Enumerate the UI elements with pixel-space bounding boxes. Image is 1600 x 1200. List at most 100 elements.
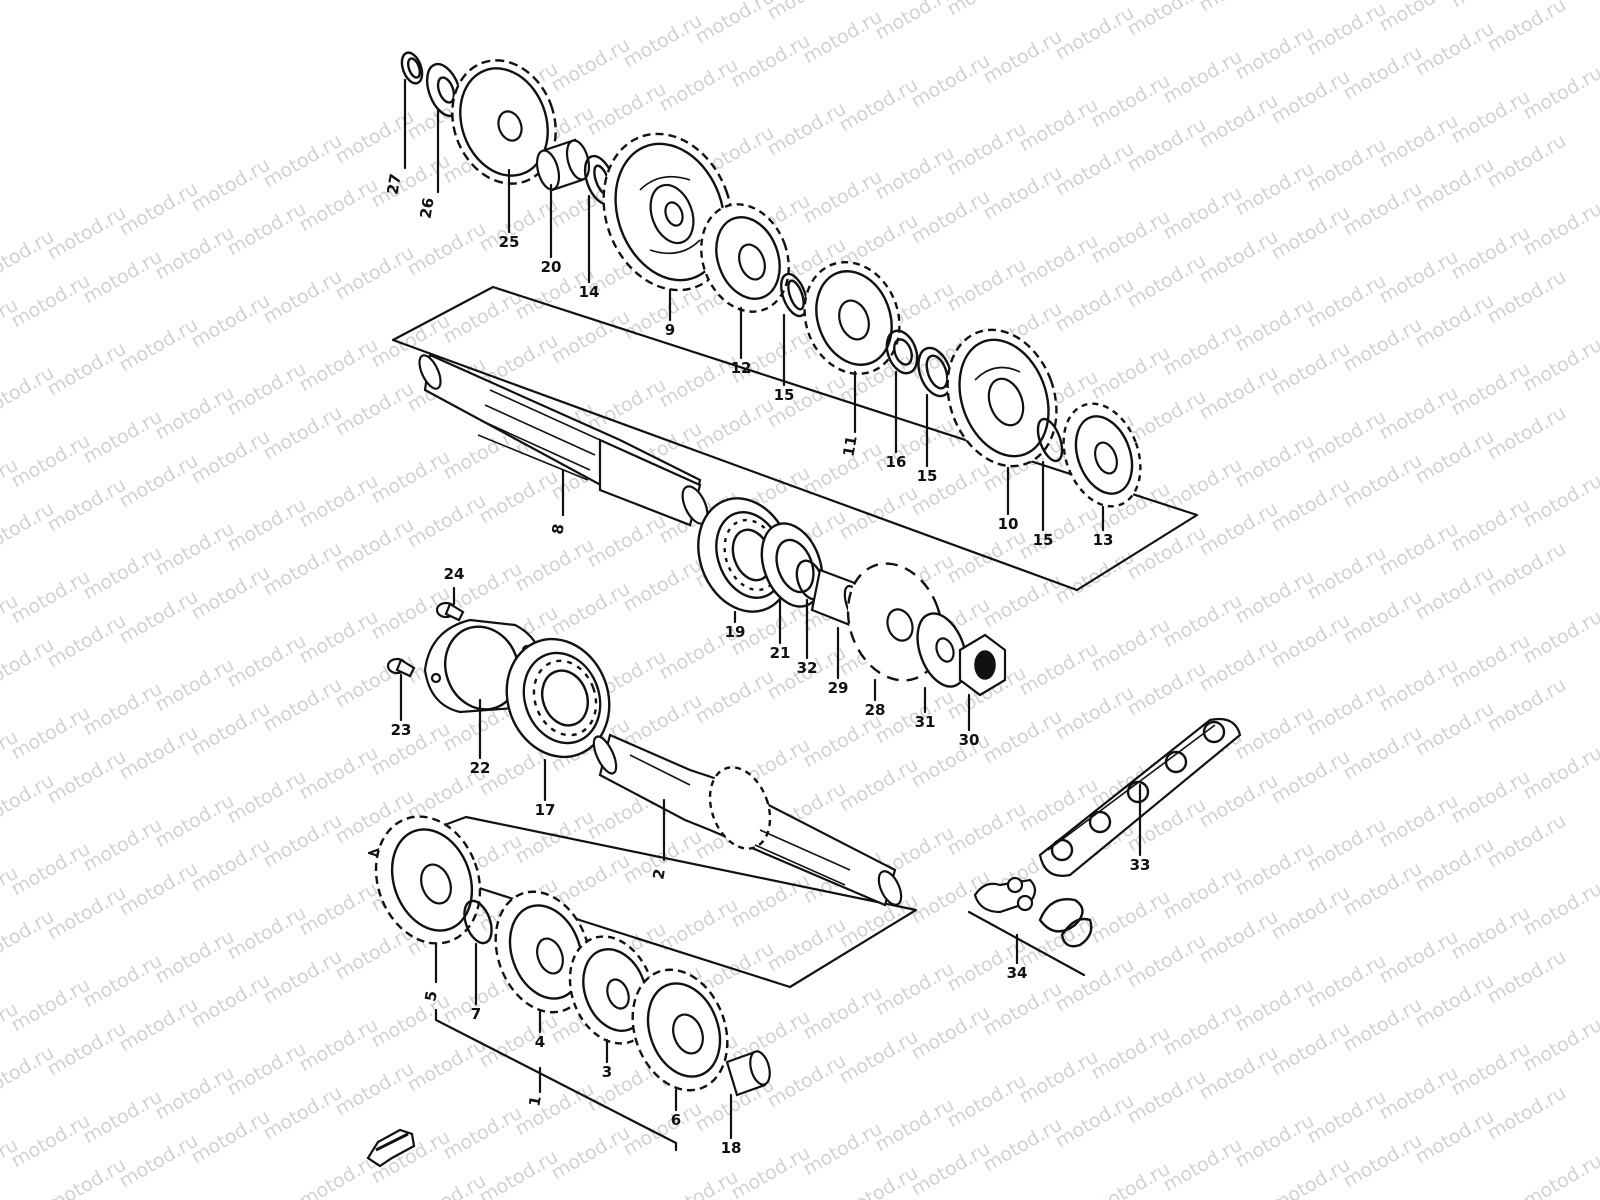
watermark-text: motod.ru [1484, 130, 1570, 193]
watermark-text: motod.ru [1124, 930, 1210, 993]
watermark-text: motod.ru [1196, 498, 1282, 561]
watermark-text: motod.ru [116, 314, 202, 377]
watermark-text: motod.ru [1268, 610, 1354, 673]
part-2-driveshaft [592, 733, 903, 907]
watermark-text: motod.ru [1520, 334, 1600, 397]
watermark-text: motod.ru [1520, 1014, 1600, 1077]
callout-27: 27 [383, 172, 404, 196]
watermark-text: motod.ru [8, 566, 94, 629]
watermark-text: motod.ru [260, 538, 346, 601]
watermark-text: motod.ru [764, 0, 850, 24]
watermark-text: motod.ru [1484, 402, 1570, 465]
part-15c-circlip [1036, 417, 1064, 463]
watermark-text: motod.ru [1232, 974, 1318, 1037]
watermark-text: motod.ru [116, 1130, 202, 1193]
callout-28: 28 [865, 701, 886, 719]
watermark-text: motod.ru [116, 586, 202, 649]
watermark-text: motod.ru [656, 894, 742, 957]
watermark-text: motod.ru [44, 746, 130, 809]
watermark-text: motod.ru [1376, 0, 1462, 36]
part-7-circlip [463, 899, 493, 945]
watermark-text: motod.ru [368, 990, 454, 1053]
watermark-text: motod.ru [1232, 566, 1318, 629]
watermark-text: motod.ru [800, 166, 886, 229]
watermark-text: motod.ru [1232, 430, 1318, 493]
watermark-text: motod.ru [1520, 62, 1600, 125]
part-30-nut [958, 633, 1007, 697]
watermark-text: motod.ru [1484, 946, 1570, 1009]
watermark-text: motod.ru [8, 270, 94, 333]
watermark-text: motod.ru [1232, 1110, 1318, 1173]
watermark-text: motod.ru [584, 78, 670, 141]
watermark-text: motod.ru [296, 334, 382, 397]
watermark-text: motod.ru [8, 1110, 94, 1173]
watermark-text: motod.ru [44, 1018, 130, 1081]
watermark-text: motod.ru [908, 1138, 994, 1200]
watermark-text: motod.ru [980, 1114, 1066, 1177]
callout-19: 19 [725, 623, 746, 641]
watermark-text: motod.ru [260, 674, 346, 737]
watermark-text: motod.ru [1484, 674, 1570, 737]
watermark-text: motod.ru [116, 858, 202, 921]
watermark-text: motod.ru [1484, 810, 1570, 873]
watermark-text: motod.ru [404, 1034, 490, 1097]
watermark-text: motod.ru [1340, 994, 1426, 1057]
watermark-text: motod.ru [800, 710, 886, 773]
callout-12: 12 [731, 359, 752, 377]
watermark-text: motod.ru [620, 10, 706, 73]
watermark-text: motod.ru [332, 650, 418, 713]
watermark-text: motod.ru [980, 706, 1066, 769]
watermark-text: motod.ru [332, 242, 418, 305]
watermark-text: motod.ru [908, 1002, 994, 1065]
watermark-text: motod.ru [260, 946, 346, 1009]
watermark-text: motod.ru [692, 666, 778, 729]
watermark-text: motod.ru [1376, 926, 1462, 989]
watermark-text: motod.ru [296, 878, 382, 941]
watermark-text: motod.ru [980, 570, 1066, 633]
watermark-text: motod.ru [1268, 1018, 1354, 1081]
callout-25: 25 [499, 233, 520, 251]
part-11-gear [803, 260, 901, 376]
watermark-text: motod.ru [224, 494, 310, 557]
watermark-text: motod.ru [548, 578, 634, 641]
watermark-text: motod.ru [1304, 270, 1390, 333]
watermark-text: motod.ru [1088, 614, 1174, 677]
watermark-text: motod.ru [980, 26, 1066, 89]
watermark-text: motod.ru [8, 974, 94, 1037]
watermark-text: motod.ru [260, 810, 346, 873]
watermark-text: motod.ru [1412, 426, 1498, 489]
watermark-text: motod.ru [1376, 382, 1462, 445]
watermark-text: motod.ru [260, 130, 346, 193]
part-5-gear [374, 815, 482, 945]
watermark-text: motod.ru [656, 1166, 742, 1200]
watermark-text: motod.ru [1196, 906, 1282, 969]
watermark-text: motod.ru [1016, 1046, 1102, 1109]
watermark-text: motod.ru [1340, 450, 1426, 513]
watermark-text: motod.ru [152, 518, 238, 581]
watermark-text: motod.ru [1052, 274, 1138, 337]
watermark-text: motod.ru [944, 118, 1030, 181]
watermark-text: motod.ru [1268, 66, 1354, 129]
watermark-text: motod.ru [872, 958, 958, 1021]
watermark-text: motod.ru [404, 218, 490, 281]
watermark-text: motod.ru [440, 286, 526, 349]
watermark-text: motod.ru [944, 254, 1030, 317]
watermark-text: motod.ru [188, 834, 274, 897]
callout-6: 6 [671, 1111, 681, 1129]
watermark-text: motod.ru [1088, 1022, 1174, 1085]
watermark-text: motod.ru [1268, 882, 1354, 945]
watermark-text: motod.ru [1484, 1082, 1570, 1145]
part-24-bolt [435, 601, 465, 622]
watermark-text: motod.ru [944, 1070, 1030, 1133]
watermark-text: motod.ru [980, 162, 1066, 225]
watermark-text: motod.ru [188, 970, 274, 1033]
part-12-gear [700, 203, 790, 313]
watermark-text: motod.ru [80, 542, 166, 605]
watermark-text: motod.ru [908, 730, 994, 793]
callout-2: 2 [649, 867, 669, 880]
watermark-text: motod.ru [80, 950, 166, 1013]
callout-11: 11 [839, 434, 860, 458]
watermark-text: motod.ru [512, 534, 598, 597]
watermark-text: motod.ru [1196, 362, 1282, 425]
watermark-text: motod.ru [1340, 178, 1426, 241]
